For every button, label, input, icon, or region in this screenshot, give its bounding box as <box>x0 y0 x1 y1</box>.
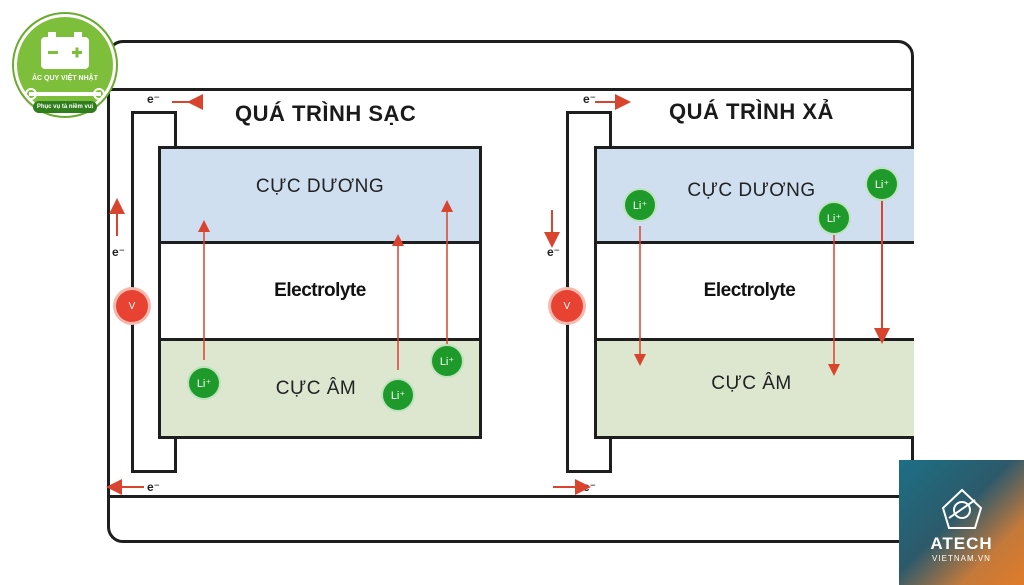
discharging-negative-label: CỰC ÂM <box>711 372 792 394</box>
logo-slogan: Phục vụ tà niềm vui <box>36 104 94 110</box>
discharging-electron-top: e⁻ <box>583 92 597 106</box>
discharging-negative-electrode: CỰC ÂM <box>594 338 914 439</box>
bottom-wire-line <box>107 495 914 498</box>
charging-arrows <box>106 94 453 495</box>
charging-electron-bottom: e⁻ <box>147 480 161 494</box>
atech-name: ATECH <box>930 534 993 553</box>
discharging-positive-label: CỰC DƯƠNG <box>687 180 816 201</box>
discharging-li-ion-2: Li⁺ <box>819 203 849 233</box>
atech-logo-icon <box>941 488 983 529</box>
logo-banner: Phục vụ tà niềm vui <box>33 101 97 113</box>
charging-li-ion-2: Li⁺ <box>383 380 413 410</box>
discharging-voltmeter: V <box>551 290 583 322</box>
logo: ẮC QUY VIỆT NHẬT Phục vụ tà niềm vui <box>14 14 116 116</box>
charging-title: QUÁ TRÌNH SẠC <box>235 101 417 126</box>
discharging-electrolyte: Electrolyte <box>594 241 914 341</box>
discharging-title: QUÁ TRÌNH XẢ <box>669 99 834 124</box>
wrench-icon <box>25 88 105 100</box>
charging-electron-top: e⁻ <box>147 92 161 106</box>
charging-li-ion-3: Li⁺ <box>432 346 462 376</box>
charging-positive-electrode: CỰC DƯƠNG <box>158 146 482 244</box>
discharging-arrows <box>544 94 890 495</box>
top-wire-line <box>107 88 914 91</box>
discharging-electron-side: e⁻ <box>547 245 561 259</box>
charging-positive-label: CỰC DƯƠNG <box>255 176 385 197</box>
discharging-li-ion-3: Li⁺ <box>867 169 897 199</box>
discharging-electrolyte-label: Electrolyte <box>703 280 796 301</box>
charging-li-ion-1: Li⁺ <box>189 368 219 398</box>
discharging-li-ion-1: Li⁺ <box>625 190 655 220</box>
logo-title: ẮC QUY VIỆT NHẬT <box>32 75 98 82</box>
charging-voltmeter: V <box>116 290 148 322</box>
charging-electrolyte-label: Electrolyte <box>274 280 366 301</box>
charging-negative-label: CỰC ÂM <box>275 377 357 399</box>
battery-icon <box>41 32 89 69</box>
charging-electron-side: e⁻ <box>112 245 126 259</box>
atech-site: VIETNAM.VN <box>932 554 991 563</box>
atech-watermark: ATECH VIETNAM.VN <box>899 460 1024 585</box>
